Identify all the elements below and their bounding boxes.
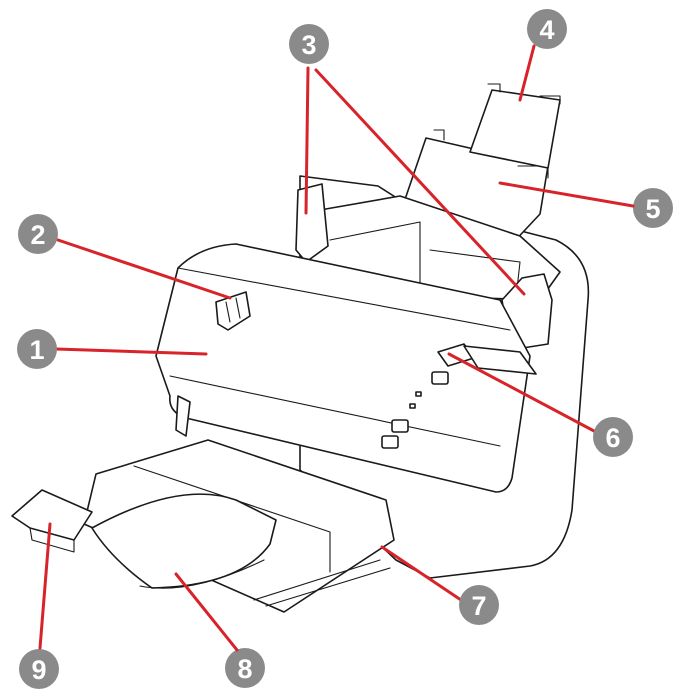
panel-led-2 [409, 403, 416, 409]
output-tray-stopper [11, 489, 93, 541]
callout-number-7: 7 [471, 591, 486, 621]
callout-line-3b [314, 68, 526, 296]
callout-line-7 [380, 545, 463, 602]
callout-badge-8: 8 [225, 648, 265, 688]
callout-badge-9: 9 [19, 649, 59, 689]
panel-button-3 [381, 435, 399, 449]
callout-number-2: 2 [30, 220, 45, 250]
callout-badge-3: 3 [289, 24, 329, 64]
callout-badge-1: 1 [17, 329, 57, 369]
callout-line-6 [447, 352, 596, 433]
callout-line-8 [174, 572, 239, 652]
callout-line-3a [304, 66, 310, 215]
callout-lines [54, 66, 596, 602]
callout-number-9: 9 [31, 655, 46, 685]
callout-badge-6: 6 [593, 417, 633, 457]
panel-button-2 [391, 419, 409, 433]
callout-badge-4: 4 [527, 9, 567, 49]
panel-button-1 [431, 371, 449, 385]
callout-lines-short [38, 44, 635, 652]
callout-line-2 [56, 238, 232, 300]
callout-badge-5: 5 [633, 188, 673, 228]
callout-number-1: 1 [29, 335, 44, 365]
output-tray-extension [91, 493, 277, 589]
panel-led-1 [415, 391, 422, 397]
callout-line-9 [38, 522, 52, 650]
callout-number-3: 3 [301, 30, 316, 60]
callout-line-5 [498, 181, 635, 208]
callout-badge-7: 7 [459, 585, 499, 625]
cover-open-lever [215, 291, 251, 331]
control-panel-strip [463, 345, 537, 375]
callout-line-4 [518, 44, 536, 102]
callout-badge-2: 2 [18, 214, 58, 254]
callout-number-5: 5 [645, 194, 660, 224]
scanner-illustration [11, 83, 590, 613]
input-tray-top-extension [469, 89, 561, 169]
callout-number-8: 8 [237, 654, 252, 684]
callout-number-4: 4 [539, 15, 554, 45]
callout-number-6: 6 [605, 423, 620, 453]
edge-guide-left [295, 183, 329, 263]
scanner-front-cover [155, 243, 531, 493]
callout-line-1 [54, 347, 208, 356]
